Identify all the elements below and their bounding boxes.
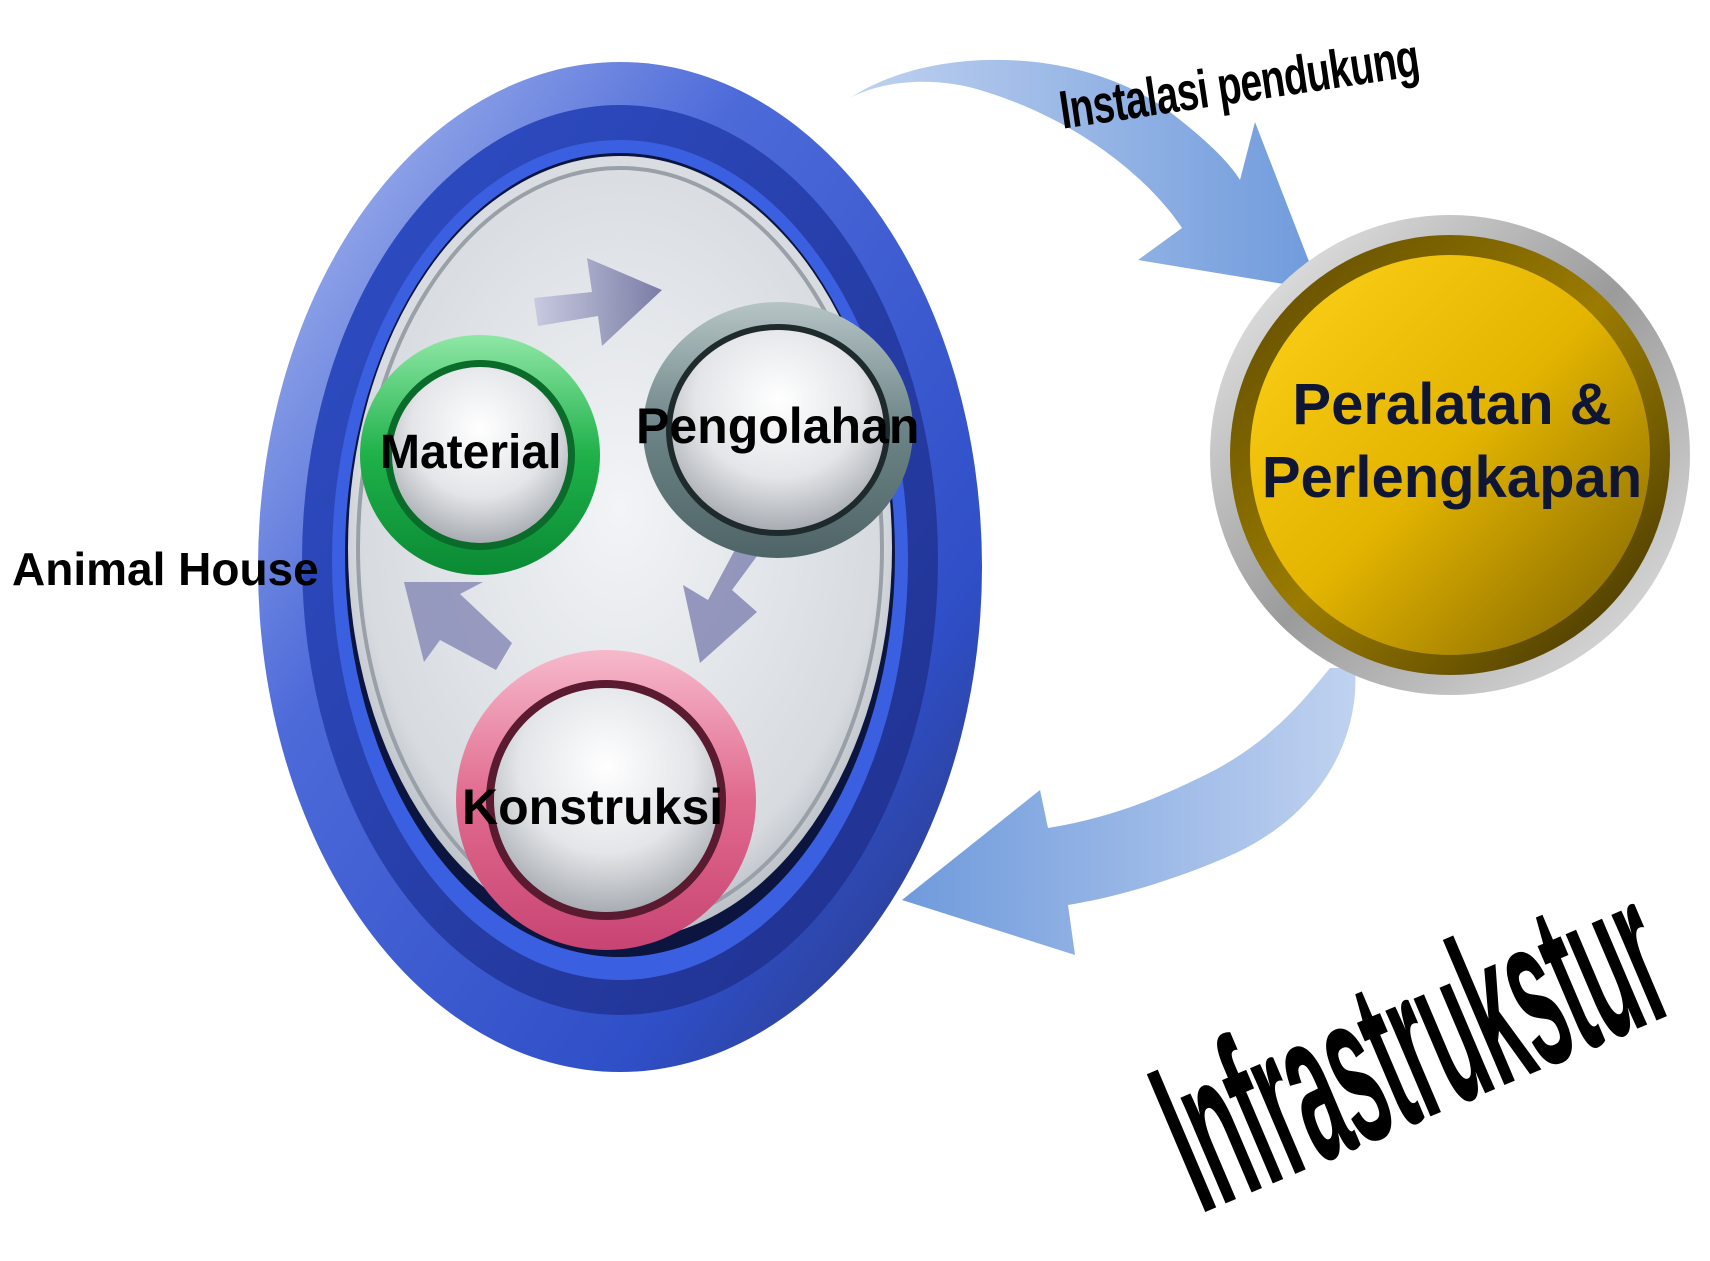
animal-house-label: Animal House (12, 543, 319, 595)
arrow-infrastruktur-return (902, 668, 1356, 955)
pengolahan-circle (643, 302, 913, 558)
peralatan-label-line2: Perlengkapan (1261, 445, 1643, 511)
cycle-arrows (404, 258, 760, 670)
peralatan-label-line1: Peralatan & (1292, 372, 1612, 437)
material-circle (360, 335, 600, 575)
arrow-pengolahan-to-konstruksi (683, 546, 760, 663)
konstruksi-label: Konstruksi (462, 779, 724, 835)
peralatan-circle (1210, 215, 1690, 695)
arrow-instalasi (850, 59, 1320, 290)
konstruksi-circle (456, 650, 756, 950)
material-label: Material (380, 426, 562, 479)
arrow-material-to-pengolahan (534, 258, 662, 346)
diagram-canvas: Animal House Material Pengolahan Konstru… (12, 28, 1698, 1257)
diagram-graphics (258, 59, 1690, 1072)
pengolahan-label: Pengolahan (636, 398, 920, 454)
arrow-konstruksi-to-material (404, 582, 512, 670)
peralatan-label: Peralatan & Perlengkapan (1222, 368, 1682, 514)
